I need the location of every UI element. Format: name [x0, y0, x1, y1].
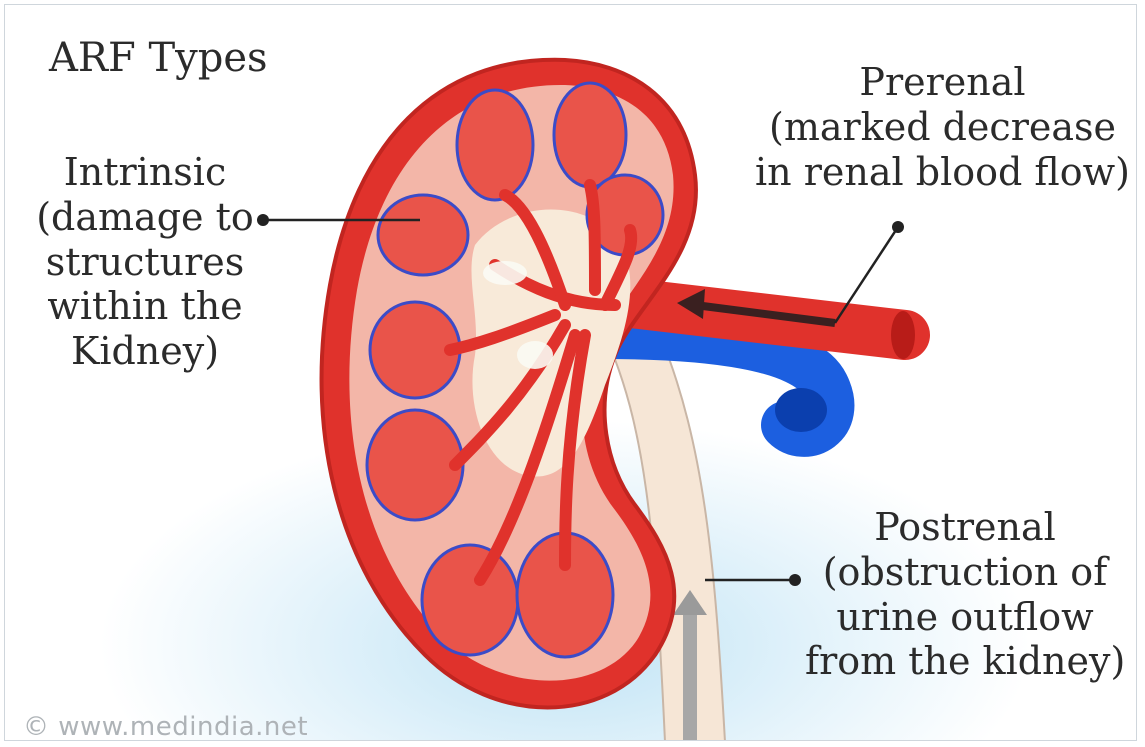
pyramid	[367, 410, 463, 520]
intrinsic-label-line: (damage to	[25, 195, 265, 240]
renal-artery	[605, 300, 905, 335]
prerenal-label: Prerenal (marked decrease in renal blood…	[745, 60, 1137, 194]
intrinsic-label: Intrinsic (damage to structures within t…	[25, 150, 265, 374]
prerenal-label-line: Prerenal	[745, 60, 1137, 105]
renal-vein-opening	[775, 388, 827, 432]
ureter-arrow-shaft	[683, 605, 697, 741]
intrinsic-label-line: Intrinsic	[25, 150, 265, 195]
renal-artery-opening	[891, 311, 915, 359]
postrenal-label-line: urine outflow	[805, 595, 1125, 640]
postrenal-leader-dot	[789, 574, 801, 586]
postrenal-label-line: (obstruction of	[805, 550, 1125, 595]
prerenal-label-line: in renal blood flow)	[745, 150, 1137, 195]
diagram-title: ARF Types	[49, 35, 268, 82]
pyramid	[457, 90, 533, 200]
prerenal-leader-dot	[892, 221, 904, 233]
pyramid	[422, 545, 518, 655]
diagram-frame: ARF Types Intrinsic (damage to structure…	[4, 4, 1137, 741]
intrinsic-label-line: structures	[25, 240, 265, 285]
postrenal-label-line: from the kidney)	[805, 639, 1125, 684]
pyramid	[378, 195, 468, 275]
prerenal-label-line: (marked decrease	[745, 105, 1137, 150]
pyramid	[554, 83, 626, 187]
watermark: © www.medindia.net	[23, 712, 308, 741]
postrenal-label-line: Postrenal	[805, 505, 1125, 550]
postrenal-label: Postrenal (obstruction of urine outflow …	[805, 505, 1125, 684]
intrinsic-label-line: Kidney)	[25, 329, 265, 374]
intrinsic-label-line: within the	[25, 284, 265, 329]
